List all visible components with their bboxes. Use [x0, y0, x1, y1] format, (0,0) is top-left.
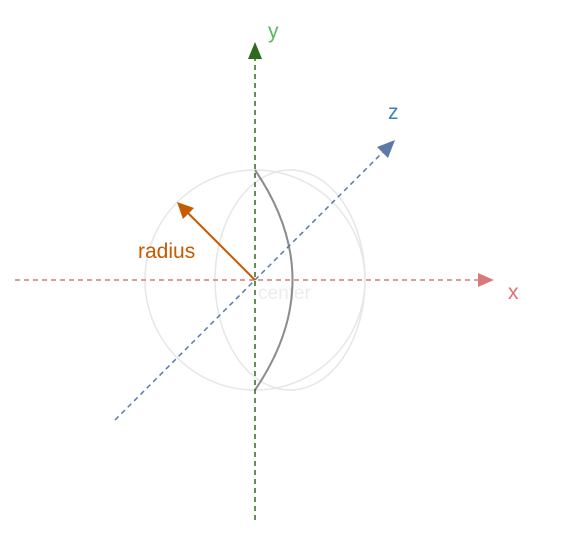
y-axis-arrowhead [248, 42, 262, 59]
radius-label: radius [138, 240, 195, 263]
x-axis-label: x [508, 281, 519, 304]
meridian-arc [254, 169, 294, 391]
x-axis-arrowhead [478, 273, 494, 287]
z-axis-line [114, 149, 386, 421]
radius-arrow-line [185, 210, 256, 281]
center-label: center [258, 283, 311, 304]
radius-arrowhead [177, 202, 194, 219]
y-axis-label: y [268, 20, 279, 43]
z-axis-label: z [388, 101, 399, 124]
z-axis-arrowhead [377, 140, 395, 158]
